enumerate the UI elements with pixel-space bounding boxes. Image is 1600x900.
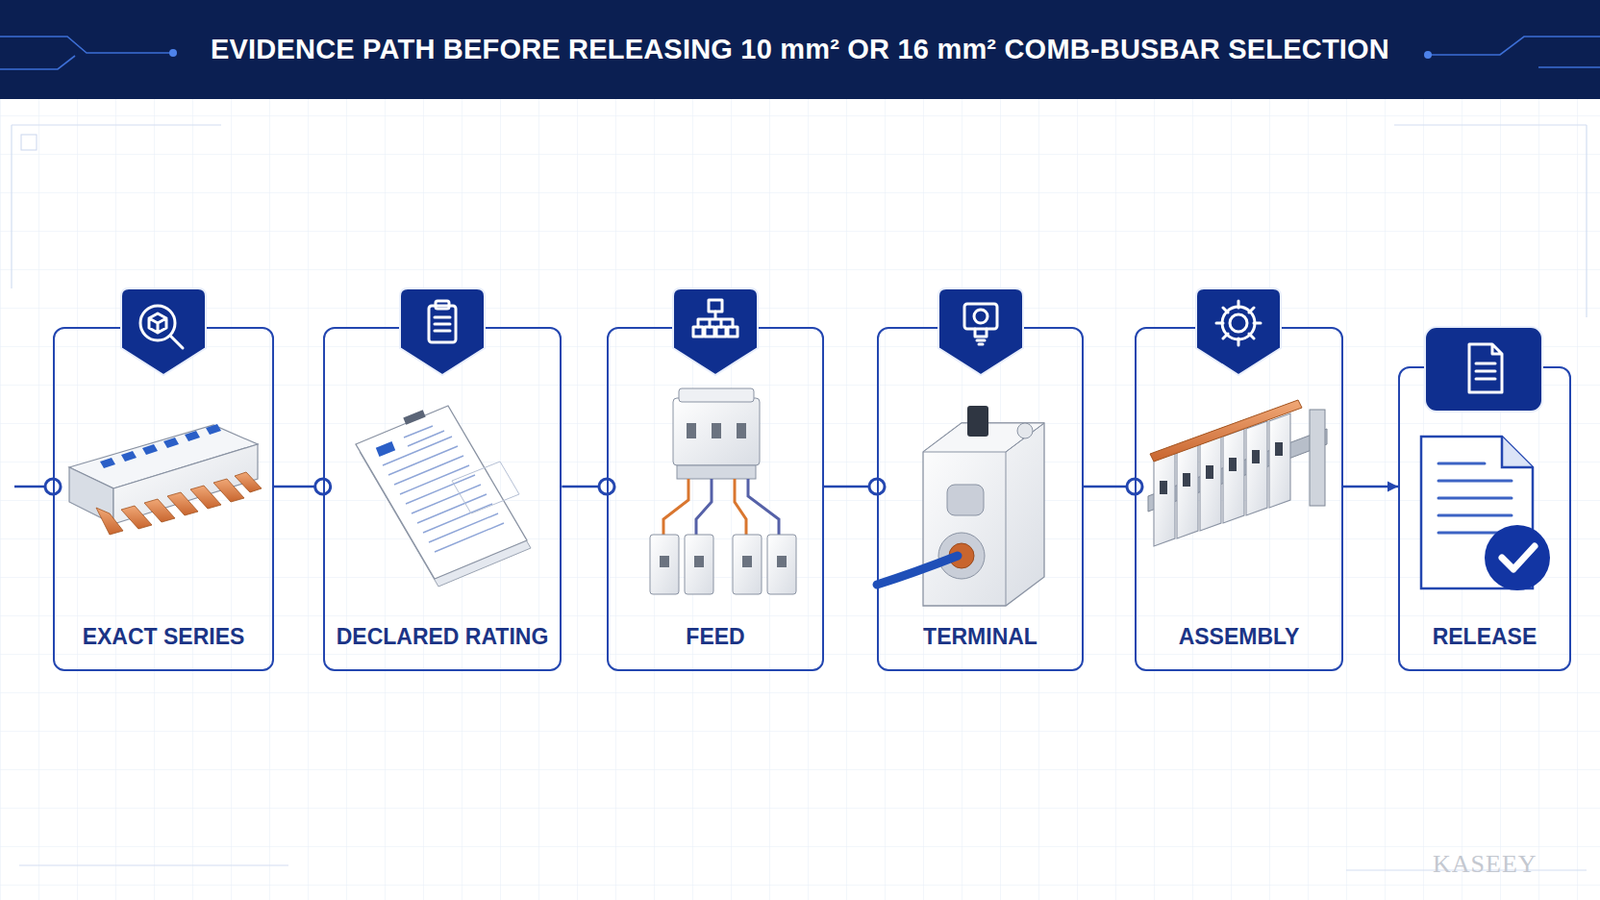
step-label: EXACT SERIES — [82, 624, 246, 650]
assembly-illustration — [1148, 400, 1327, 547]
flow-connector — [1343, 485, 1399, 489]
release-document-illustration — [1421, 436, 1550, 591]
comb-busbar-illustration — [69, 424, 262, 535]
circuit-dot — [1424, 50, 1432, 59]
step-card: RELEASE — [1398, 366, 1572, 672]
step-label: ASSEMBLY — [1178, 624, 1300, 650]
watermark: KASEEY — [1432, 850, 1538, 879]
circuit-dot — [169, 49, 177, 57]
step-label: FEED — [685, 624, 745, 650]
step-label: RELEASE — [1432, 624, 1538, 650]
step-card: DECLARED RATING — [323, 326, 563, 672]
step-card: TERMINAL — [876, 326, 1084, 672]
frame-lines — [11, 125, 1587, 871]
title-bar-text-holder: EVIDENCE PATH BEFORE RELEASING 10 mm² OR… — [0, 0, 1600, 100]
step-card: EXACT SERIES — [52, 326, 275, 672]
step-card: ASSEMBLY — [1134, 326, 1344, 672]
title-bar — [0, 0, 1600, 100]
step-label: TERMINAL — [923, 624, 1038, 650]
datasheet-illustration — [355, 405, 531, 587]
feed-illustration — [650, 388, 797, 595]
terminal-illustration — [876, 405, 1045, 606]
grid — [0, 99, 1600, 900]
page-title: EVIDENCE PATH BEFORE RELEASING 10 mm² OR… — [210, 33, 1390, 66]
icon-badges — [121, 288, 1543, 412]
step-card: FEED — [606, 326, 825, 672]
badge-symbols — [140, 300, 1502, 393]
corner-mark — [21, 134, 37, 150]
step-label: DECLARED RATING — [336, 624, 550, 650]
